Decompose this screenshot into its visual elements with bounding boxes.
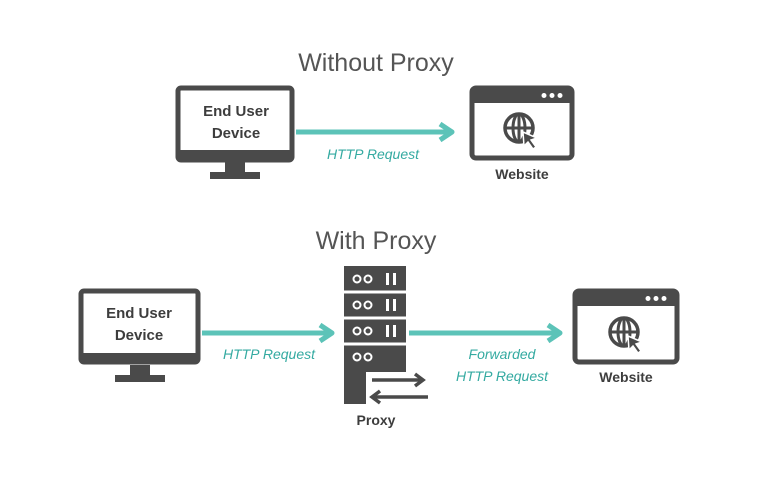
arrow-device-to-proxy (202, 322, 335, 344)
browser-icon-top (469, 85, 575, 161)
forwarded-line1: Forwarded (468, 346, 536, 362)
device-label-line2: Device (114, 327, 164, 344)
website-label-top: Website (495, 166, 549, 182)
forwarded-line2: HTTP Request (455, 368, 549, 384)
title-with-proxy: With Proxy (315, 227, 437, 255)
device-label-line2: Device (211, 125, 261, 142)
arrow-top (296, 121, 455, 143)
http-request-label-bottom: HTTP Request (222, 346, 316, 362)
http-request-label-top: HTTP Request (326, 146, 420, 162)
device-label-bottom: End User Device (89, 303, 189, 347)
device-label-top: End User Device (186, 101, 286, 145)
arrow-proxy-to-website (409, 322, 563, 344)
monitor-icon-top (175, 85, 295, 179)
browser-icon-bottom (572, 288, 680, 365)
proxy-label: Proxy (356, 412, 396, 428)
monitor-icon-bottom (78, 288, 201, 382)
device-label-line1: End User (203, 103, 269, 120)
exchange-arrows-icon (366, 372, 428, 406)
website-label-bottom: Website (599, 369, 653, 385)
title-without-proxy: Without Proxy (298, 49, 454, 77)
device-label-line1: End User (106, 305, 172, 322)
forwarded-request-label: Forwarded HTTP Request (432, 343, 572, 387)
